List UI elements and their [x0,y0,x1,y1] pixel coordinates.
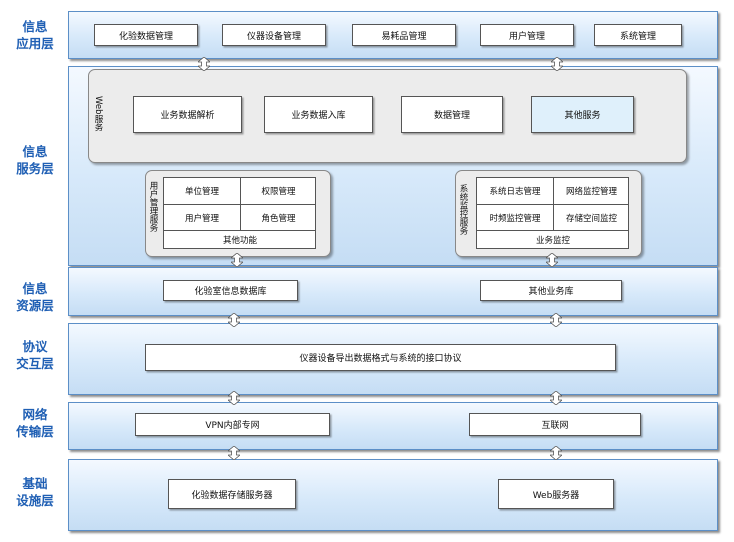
monitor-cell-network: 网络监控管理 [565,187,617,197]
double-arrow-icon [550,313,562,327]
protocol-interface: 仪器设备导出数据格式与系统的接口协议 [145,344,616,371]
web-item-other: 其他服务 [531,96,634,133]
double-arrow-icon [228,313,240,327]
user-cell-user: 用户管理 [184,213,219,224]
user-cell-unit: 单位管理 [184,187,219,197]
resource-lab-db: 化验室信息数据库 [163,280,298,301]
layer-label-service: 信息服务层 [16,144,54,176]
web-services-label: Web服务 [93,96,103,132]
user-mgmt-label: 用户管理服务 [148,181,158,232]
base-storage-server: 化验数据存储服务器 [168,479,296,509]
monitor-grid: 系统日志管理 网络监控管理 时频监控管理 存储空间监控 业务监控 [476,177,629,249]
web-item-ingest: 业务数据入库 [264,96,373,133]
network-internet: 互联网 [469,413,641,436]
layer-label-base: 基础设施层 [16,476,54,508]
network-vpn: VPN内部专网 [135,413,330,436]
double-arrow-icon [198,57,210,71]
app-item-lab-data: 化验数据管理 [94,24,198,46]
layer-label-protocol: 协议交互层 [16,339,54,371]
user-cell-permission: 权限管理 [261,187,296,197]
double-arrow-icon [546,253,558,267]
user-cell-other: 其他功能 [222,236,257,246]
resource-other-db: 其他业务库 [480,280,622,301]
monitor-cell-timefreq: 时频监控管理 [489,213,541,224]
user-mgmt-grid: 单位管理 权限管理 用户管理 角色管理 其他功能 [163,177,316,249]
double-arrow-icon [228,391,240,405]
monitor-cell-storage: 存储空间监控 [565,213,617,224]
base-web-server: Web服务器 [498,479,614,509]
web-item-data-mgmt: 数据管理 [401,96,503,133]
layer-label-resource: 信息资源层 [16,281,54,313]
web-item-parse: 业务数据解析 [133,96,242,133]
monitor-cell-log: 系统日志管理 [489,187,541,197]
double-arrow-icon [550,391,562,405]
app-item-users: 用户管理 [480,24,574,46]
app-item-instrument: 仪器设备管理 [222,24,326,46]
app-item-consumables: 易耗品管理 [352,24,456,46]
double-arrow-icon [228,446,240,460]
double-arrow-icon [551,57,563,71]
double-arrow-icon [231,253,243,267]
layer-label-network: 网络传输层 [16,407,54,439]
monitor-cell-business: 业务监控 [535,236,570,246]
base-layer-band [68,459,718,531]
double-arrow-icon [550,446,562,460]
layer-label-app: 信息应用层 [16,19,54,51]
user-cell-role: 角色管理 [261,213,296,224]
app-item-system: 系统管理 [594,24,682,46]
monitor-label: 系统监控服务 [458,184,468,235]
